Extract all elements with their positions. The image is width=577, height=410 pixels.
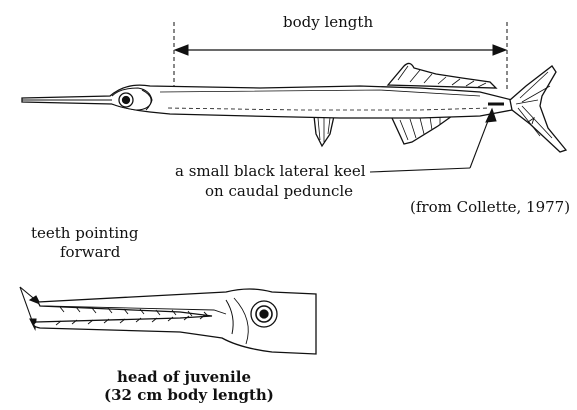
pupil [123,97,130,104]
dimension-arrow-left [175,45,188,55]
dorsal-fin [388,63,496,88]
juvenile-caption-line1: head of juvenile [117,368,251,386]
body-length-label: body length [283,13,373,31]
body [22,85,514,118]
source-credit: (from Collette, 1977) [410,198,570,216]
juvenile-head [34,289,316,354]
teeth-label-line2: forward [60,243,120,261]
juvenile-pupil [260,310,268,318]
keel-label-line1: a small black lateral keel [175,162,366,180]
needlefish-adult [22,63,566,152]
keel-label-line2: on caudal peduncle [205,182,353,200]
juvenile-caption-line2: (32 cm body length) [104,386,274,404]
teeth-label-line1: teeth pointing [31,224,138,242]
dimension-arrow-right [493,45,506,55]
